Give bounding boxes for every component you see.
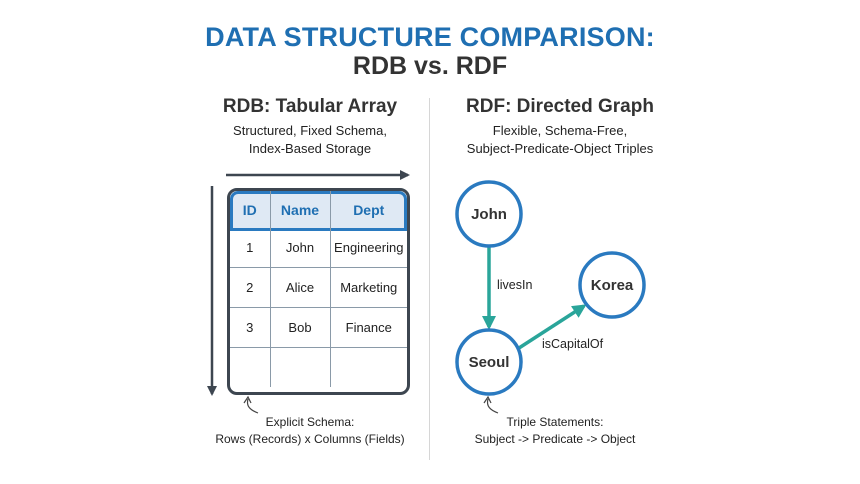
page-subtitle: RDB vs. RDF: [352, 52, 508, 80]
rdb-schema-note: Explicit Schema: Rows (Records) x Column…: [200, 414, 420, 448]
rdf-description: Flexible, Schema-Free, Subject-Predicate…: [440, 122, 680, 158]
node-john-label: John: [471, 206, 507, 223]
rdf-heading: RDF: Directed Graph: [466, 96, 654, 117]
rdf-description-line1: Flexible, Schema-Free,: [492, 123, 628, 138]
table-cell: Finance: [330, 307, 407, 348]
rdb-heading: RDB: Tabular Array: [222, 96, 398, 117]
rdb-note-line1: Explicit Schema:: [265, 415, 355, 429]
rdf-note-pointer-icon: [486, 398, 499, 414]
rdf-triple-note: Triple Statements: Subject -> Predicate …: [440, 414, 670, 448]
page-title: DATA STRUCTURE COMPARISON:: [205, 22, 655, 52]
node-seoul-label: Seoul: [469, 354, 510, 371]
rdb-note-pointer-head-icon: [243, 395, 252, 404]
rdb-description: Structured, Fixed Schema, Index-Based St…: [200, 122, 420, 158]
table-cell: 3: [230, 307, 271, 348]
rdb-description-line2: Index-Based Storage: [248, 141, 372, 156]
rdf-note-pointer-head-icon: [483, 395, 492, 404]
column-header-name: Name: [270, 191, 331, 228]
rdb-note-line2: Rows (Records) x Columns (Fields): [215, 432, 405, 446]
section-divider: [429, 98, 430, 460]
rdb-note-pointer-icon: [246, 398, 259, 414]
table-row-empty: [230, 347, 407, 387]
table-row: 2 Alice Marketing: [230, 267, 407, 308]
rdf-description-line2: Subject-Predicate-Object Triples: [466, 141, 654, 156]
edge-is-capital-of-label: isCapitalOf: [542, 337, 604, 351]
rdf-note-line1: Triple Statements:: [506, 415, 604, 429]
table-cell: John: [270, 228, 331, 268]
table-cell: 2: [230, 267, 271, 308]
node-korea: [578, 251, 646, 319]
table-cell: Marketing: [330, 267, 407, 308]
table-cell: [230, 347, 271, 387]
table-cell: Alice: [270, 267, 331, 308]
table-cell: [270, 347, 331, 387]
table-row: 1 John Engineering: [230, 228, 407, 268]
table-cell: Bob: [270, 307, 331, 348]
node-korea-label: Korea: [591, 277, 634, 294]
rdb-description-line1: Structured, Fixed Schema,: [233, 123, 387, 138]
rdf-note-line2: Subject -> Predicate -> Object: [474, 432, 636, 446]
edge-is-capital-of: [518, 304, 587, 350]
rdb-table: ID Name Dept 1 John Engineering 2 Alice …: [227, 188, 410, 395]
column-header-dept: Dept: [353, 201, 385, 218]
table-cell: Engineering: [334, 240, 404, 255]
edge-lives-in-label: livesIn: [497, 278, 532, 292]
table-header-row: ID Name Dept: [230, 191, 407, 228]
node-seoul: [455, 328, 523, 396]
column-header-id: ID: [230, 191, 271, 228]
table-cell: 1: [230, 228, 271, 268]
rdb-table-grid: ID Name Dept 1 John Engineering 2 Alice …: [230, 191, 407, 387]
table-cell: [330, 347, 407, 387]
table-row: 3 Bob Finance: [230, 307, 407, 348]
node-john: [455, 180, 523, 248]
